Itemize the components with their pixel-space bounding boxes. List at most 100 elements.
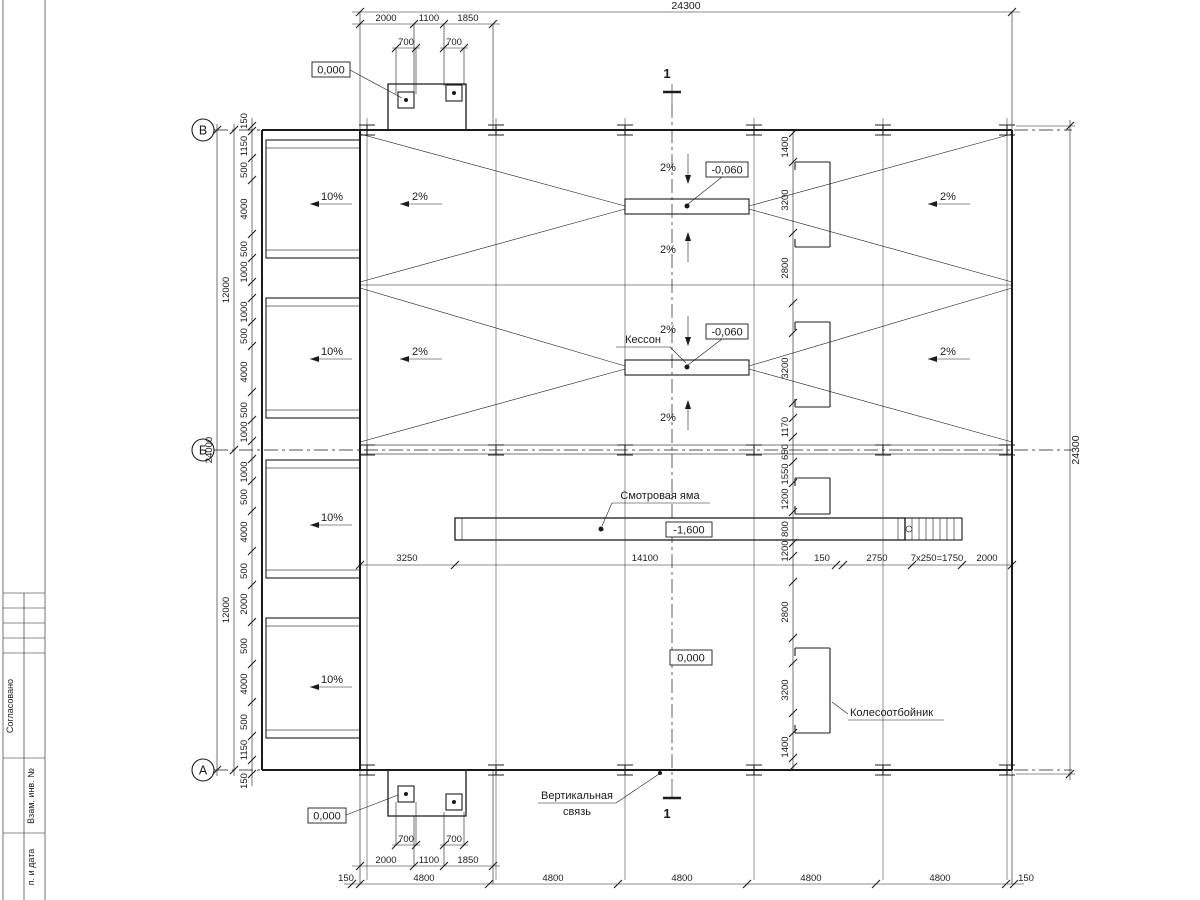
dim-left-14: 500 (239, 563, 250, 579)
elevation-m060-2-leader (687, 338, 723, 366)
section-number-top: 1 (663, 66, 670, 81)
top-annex-footing-1-dot (404, 98, 408, 102)
dim-left-20: 150 (239, 773, 250, 789)
dim-top-annex-1: 1100 (419, 13, 439, 24)
label-wheel-guard-leader (831, 701, 944, 721)
dim-right-3: 3200 (780, 357, 791, 378)
bottom-annex-footing-1-dot (404, 792, 408, 796)
slope-2-trench2-above: 2% (660, 324, 676, 336)
bottom-annex-footing-1 (397, 785, 415, 803)
left-ramp-blocks (265, 139, 361, 739)
dim-bottom-2: 4800 (542, 873, 563, 884)
trench-2 (624, 359, 750, 376)
dim-left-12000-bottom: 12000 (221, 597, 232, 623)
dimension-lines (212, 7, 1075, 889)
elevation-m060-2: -0,060 (711, 327, 742, 339)
dim-left-15: 2000 (239, 593, 250, 614)
elevation-zero-top-leader (349, 69, 403, 99)
dim-right-4: 1170 (780, 417, 791, 437)
dim-left-1: 1150 (239, 136, 250, 156)
titleblock-soglasovano: Согласовано (5, 679, 15, 733)
slope-2-right-2: 2% (940, 346, 956, 358)
dim-pit-4: 7х250=1750 (911, 553, 964, 564)
elevation-zero-bottom-leader (345, 794, 399, 816)
bottom-annex-outline (387, 770, 467, 817)
dim-right-11: 3200 (780, 679, 791, 700)
titleblock-podp-data: п. и дата (26, 849, 36, 886)
elevation-box-m060-2 (705, 323, 749, 340)
dim-right-12: 1400 (780, 736, 791, 757)
grid: В Б А (191, 104, 1072, 880)
dim-bottom-annex-0: 2000 (375, 855, 396, 866)
elevation-zero-top: 0,000 (317, 65, 345, 77)
elevation-box-zero-top (311, 61, 351, 78)
dim-pit-3: 2750 (866, 553, 887, 564)
slope-10-3: 10% (321, 512, 343, 524)
dim-left-19: 1150 (239, 740, 250, 760)
dim-bottom-3: 4800 (671, 873, 692, 884)
dim-bottom-4: 4800 (800, 873, 821, 884)
dim-right-9: 1200 (780, 540, 791, 561)
slope-10-2: 10% (321, 346, 343, 358)
dim-left-18: 500 (239, 714, 250, 730)
wheel-guard-brackets (794, 161, 831, 734)
slope-annotations: 10% 10% 10% 10% 2% 2% 2% 2% 2% 2% 2% 2% (310, 154, 970, 690)
label-inspection-pit: Смотровая яма (620, 490, 700, 502)
dim-top-total: 24300 (671, 0, 700, 12)
dim-left-8: 4000 (239, 361, 250, 382)
grid-letter-a: А (199, 764, 208, 778)
grid-bubble-v (191, 118, 215, 142)
slope-2-right-2-arrow (928, 356, 937, 362)
dim-bottom-annex-2: 1850 (457, 855, 478, 866)
slope-2-left-2-arrow (400, 356, 409, 362)
slope-10-4: 10% (321, 674, 343, 686)
dim-bottom-700-0: 700 (398, 834, 414, 845)
elevation-box-m1600 (665, 521, 713, 538)
elevation-m060-1-leader (687, 176, 723, 205)
dim-top-700-0: 700 (398, 37, 414, 48)
slope-2-left-1: 2% (412, 191, 428, 203)
dim-left-6: 1000 (239, 301, 250, 322)
ramp-3-bottom-curb (265, 569, 361, 579)
slope-10-3-arrow (310, 522, 319, 528)
ramp-1-bottom-curb (265, 249, 361, 259)
dim-left-3: 4000 (239, 198, 250, 219)
grid-letter-v: В (199, 124, 207, 138)
dim-left-12000-top: 12000 (221, 277, 232, 303)
label-wheel-guard: Колесоотбойник (850, 707, 933, 719)
ramp-4-top-curb (265, 617, 361, 627)
slope-10-1-arrow (310, 201, 319, 207)
slope-10-2-arrow (310, 356, 319, 362)
bottom-annex-footing-2-dot (452, 800, 456, 804)
trench-2-dot (684, 364, 690, 370)
dim-left-5: 1000 (239, 261, 250, 282)
slope-2-trench2-below: 2% (660, 412, 676, 424)
dim-left-4: 500 (239, 241, 250, 257)
grid-bubble-a (191, 758, 215, 782)
dim-left-10: 1000 (239, 421, 250, 442)
label-inspection-pit-leader (601, 502, 710, 527)
top-annex-footing-2-dot (452, 91, 456, 95)
caisson-trenches (624, 198, 750, 376)
dim-right-6: 1550 (780, 463, 791, 484)
dim-bottom-1: 4800 (413, 873, 434, 884)
ramp-2-top-curb (265, 297, 361, 307)
dim-left-12: 500 (239, 489, 250, 505)
dim-left-11: 1000 (239, 461, 250, 482)
dim-right-7: 1200 (780, 488, 791, 509)
dim-top-annex-0: 2000 (375, 13, 396, 24)
top-annex-footing-2 (445, 84, 463, 102)
pit-end-walls (461, 518, 899, 540)
dim-left-9: 500 (239, 402, 250, 418)
label-kesson-leader (616, 346, 687, 364)
dim-top-700-1: 700 (446, 37, 462, 48)
elevation-zero-bottom: 0,000 (313, 811, 341, 823)
slope-2-trench1-above: 2% (660, 162, 676, 174)
slope-2-left-1-arrow (400, 201, 409, 207)
slope-10-1: 10% (321, 191, 343, 203)
title-block-lines (2, 0, 46, 900)
row-b-hatched-wall (359, 444, 1013, 455)
section-marks: 1 1 (663, 66, 681, 821)
slope-2-trench1-below: 2% (660, 244, 676, 256)
slope-2-left-2: 2% (412, 346, 428, 358)
